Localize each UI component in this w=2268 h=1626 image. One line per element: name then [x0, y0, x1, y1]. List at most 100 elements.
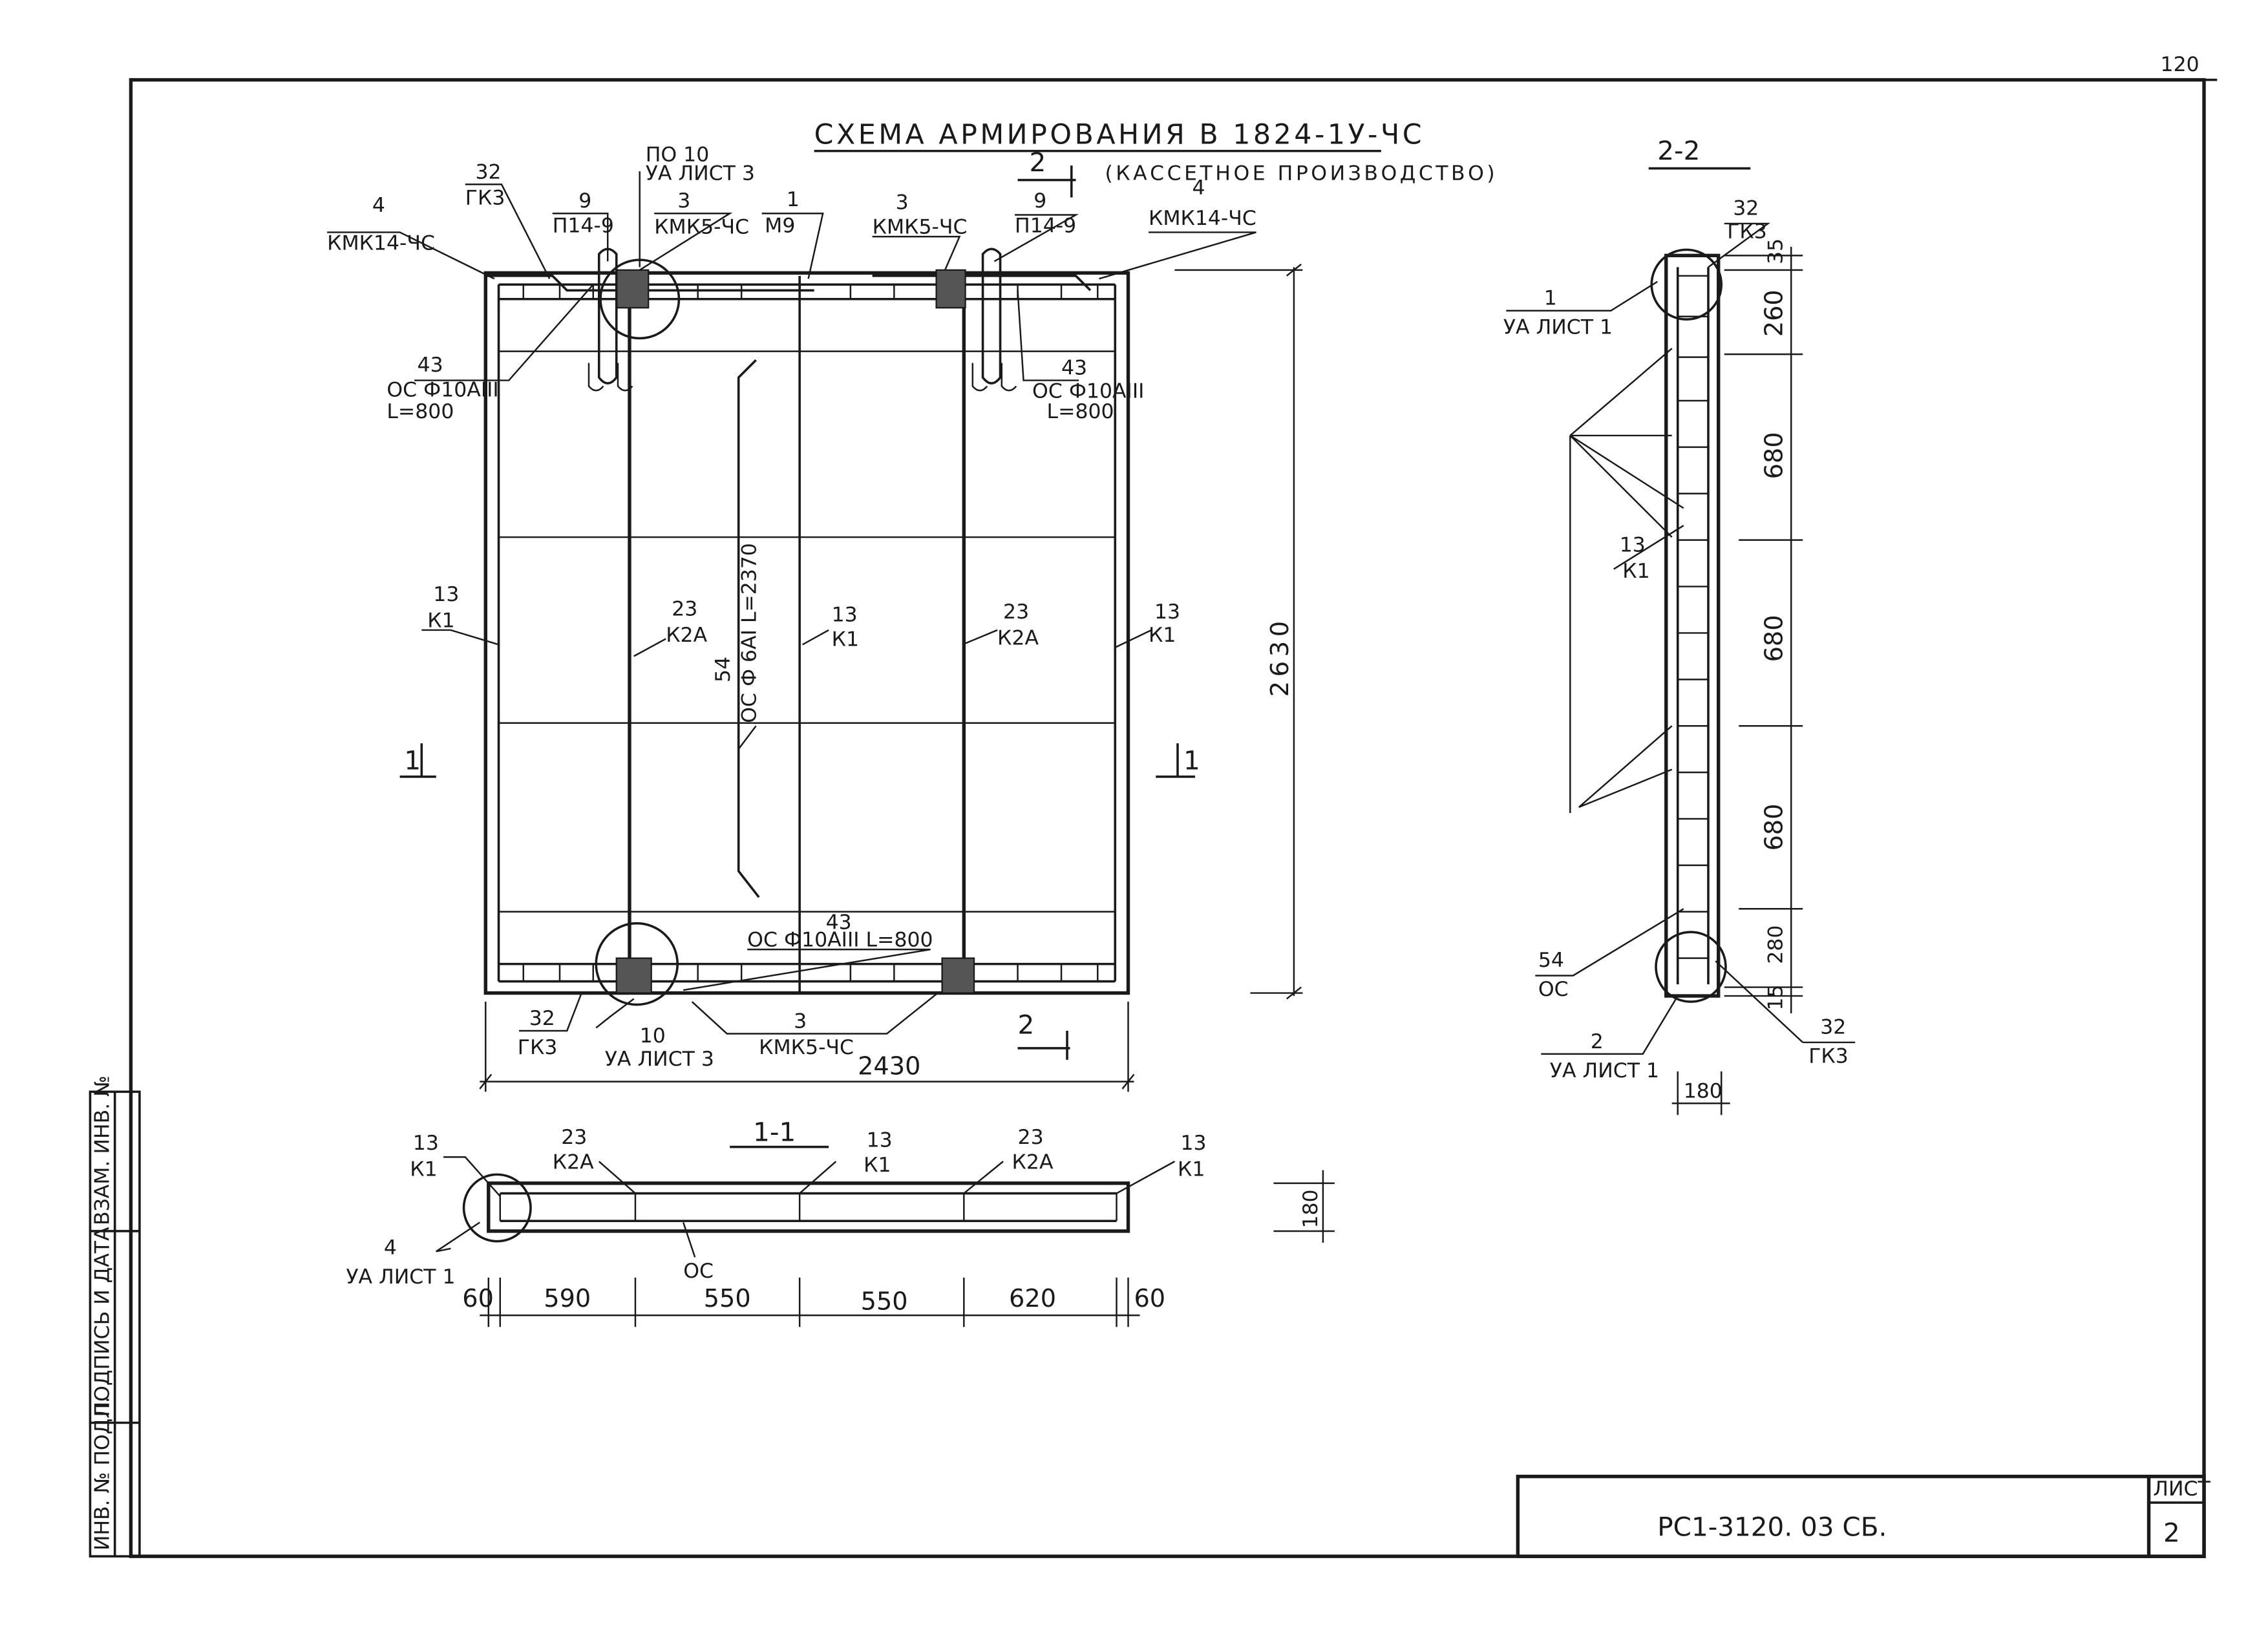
s11-k1-c-pos: 13: [1180, 1132, 1206, 1155]
callout-m9-pos: 1: [787, 188, 800, 211]
width-dimension: 2430: [858, 1052, 920, 1081]
section-marks: 1 1 2 2: [399, 147, 1200, 1060]
section-mark-left: 1: [404, 745, 421, 776]
callout-k1-mid-name: К1: [832, 628, 859, 651]
s11-oc-name: ОС: [683, 1260, 714, 1283]
callout-kmk5-right-name: КМК5-ЧС: [873, 216, 968, 239]
callout-po10-name: УА ЛИСТ 3: [646, 162, 755, 185]
callout-oc-bottom-name: ОС Ф10АIII L=800: [747, 929, 933, 952]
section-1-1: 1-1 13 К1 23 К2А 13 К1 23 К2А 13 К1 4 УА…: [346, 1117, 1335, 1327]
s22-oc-name: ОС: [1538, 978, 1569, 1001]
s22-ua2-pos: 2: [1591, 1030, 1604, 1053]
callout-kmk14-right-name: КМК14-ЧС: [1149, 207, 1256, 230]
callout-p14-left-name: П14-9: [553, 214, 614, 237]
s22-dim-7: 15: [1765, 984, 1788, 1010]
stamp-inv-number: ИНВ. № ПОДЛ.: [91, 1397, 114, 1550]
s11-thickness: 180: [1299, 1189, 1322, 1228]
section-mark-right: 1: [1183, 745, 1200, 776]
callout-k2a-right-name: К2А: [997, 626, 1039, 649]
section-2-2-title: 2-2: [1657, 135, 1700, 166]
s22-k1-name: К1: [1622, 560, 1649, 583]
callout-kmk14-left-pos: 4: [372, 194, 385, 217]
stamp-signature-date: ПОДПИСЬ И ДАТА: [91, 1227, 114, 1417]
s22-gk3-bot-pos: 32: [1820, 1015, 1846, 1039]
s11-k1-c-name: К1: [1178, 1158, 1205, 1181]
callout-k2a-left-name: К2А: [666, 624, 707, 647]
s22-dim-5: 680: [1761, 804, 1789, 851]
callout-p14-right-name: П14-9: [1015, 214, 1076, 237]
section-2-2: 2-2 32 ГК3 1 УА ЛИСТ 1 13 К1 54 ОС 2 УА …: [1503, 135, 1856, 1115]
s11-ua-name: УА ЛИСТ 1: [346, 1265, 455, 1289]
callout-p14-left-pos: 9: [578, 189, 591, 213]
s22-ua2-name: УА ЛИСТ 1: [1550, 1059, 1659, 1082]
side-stamp: ИНВ. № ПОДЛ. ПОДПИСЬ И ДАТА ВЗАМ. ИНВ. №: [89, 1075, 141, 1557]
callout-p14-right-pos: 9: [1033, 189, 1046, 213]
height-dimension: 2630: [1266, 617, 1295, 697]
callout-ref10-pos: 10: [640, 1024, 666, 1048]
s22-dimensions: 35 260 680 680 680 280 15 180: [1671, 238, 1803, 1115]
s11-dim-2: 590: [544, 1285, 591, 1313]
s11-dimensions: 60 590 550 550 620 60 180: [462, 1170, 1335, 1327]
callout-gk3-bottom-pos: 32: [529, 1007, 555, 1030]
s11-k1-a-pos: 13: [413, 1132, 439, 1155]
sheet-number: 2: [2163, 1517, 2180, 1548]
callout-k1-mid-pos: 13: [832, 603, 858, 626]
callout-oc-left-len: L=800: [387, 400, 454, 423]
s22-gk3-top-pos: 32: [1733, 196, 1759, 220]
drawing-title: СХЕМА АРМИРОВАНИЯ В 1824-1У-ЧС (КАССЕТНО…: [814, 118, 1498, 185]
title-block: РС1-3120. 03 СБ. ЛИСТ 2: [1516, 1474, 2211, 1558]
elevation-callouts: 4 КМК14-ЧС 32 ГК3 9 П14-9 ПО 10 УА ЛИСТ …: [327, 143, 1256, 1071]
subtitle-text: (КАССЕТНОЕ ПРОИЗВОДСТВО): [1105, 162, 1498, 185]
elevation-dimensions: 2430 2630: [479, 263, 1303, 1092]
sheet-frame: 120: [129, 53, 2218, 1558]
callout-gk3-name: ГК3: [465, 187, 505, 210]
callout-oc-left-pos: 43: [418, 354, 443, 377]
callout-k1-right-name: К1: [1149, 624, 1176, 647]
callout-gk3-pos: 32: [476, 160, 502, 184]
sheet-label: ЛИСТ: [2153, 1477, 2210, 1501]
callout-kmk5-bottom-pos: 3: [794, 1009, 807, 1033]
s22-dim-6: 280: [1765, 925, 1788, 964]
s11-k1-a-name: К1: [410, 1158, 437, 1181]
s22-dim-1: 35: [1765, 238, 1788, 264]
s11-dim-6: 60: [1134, 1285, 1166, 1313]
callout-k1-left-name: К1: [427, 609, 454, 632]
callout-oc-right-pos: 43: [1061, 357, 1087, 380]
callout-oc-left-name: ОС Ф10АIII: [387, 378, 498, 401]
callout-oc54-pos: 54: [712, 657, 735, 682]
s11-dim-3: 550: [704, 1285, 751, 1313]
s11-k1-b-pos: 13: [867, 1129, 893, 1152]
s22-gk3-bot-name: ГК3: [1808, 1044, 1849, 1068]
section2-mark-bottom: 2: [1018, 1009, 1035, 1040]
panel-elevation: 2430 2630 1 1 2 2 4 КМК14-ЧС 32: [327, 143, 1303, 1092]
callout-kmk5-left-name: КМК5-ЧС: [654, 216, 749, 239]
s11-k1-b-name: К1: [864, 1154, 891, 1177]
callout-m9-name: М9: [765, 214, 795, 237]
callout-kmk5-left-pos: 3: [677, 189, 690, 213]
callout-kmk14-right-pos: 4: [1192, 176, 1205, 200]
s11-ua-pos: 4: [384, 1236, 397, 1260]
callout-oc-right-name: ОС Ф10АIII: [1032, 380, 1144, 403]
corner-sheet-number: 120: [2161, 53, 2199, 76]
callout-k2a-left-pos: 23: [672, 598, 697, 621]
callout-k2a-right-pos: 23: [1003, 600, 1029, 624]
callout-ref10-name: УА ЛИСТ 3: [605, 1048, 714, 1071]
title-text: СХЕМА АРМИРОВАНИЯ В 1824-1У-ЧС: [814, 118, 1425, 151]
s22-gk3-top-name: ГК3: [1727, 220, 1767, 243]
callout-po10-pos: ПО 10: [646, 143, 710, 166]
callout-oc-bottom-pos: 43: [826, 911, 852, 934]
s22-dim-2: 260: [1761, 290, 1789, 337]
s11-k2a-b-name: К2А: [1012, 1150, 1054, 1174]
s22-k1-pos: 13: [1620, 534, 1646, 557]
elevation-leaders: [327, 171, 1256, 1035]
s22-dim-4: 680: [1761, 615, 1789, 662]
callout-gk3-bottom-name: ГК3: [518, 1036, 558, 1059]
s11-k2a-a-pos: 23: [561, 1126, 587, 1149]
drawing-code: РС1-3120. 03 СБ.: [1657, 1512, 1887, 1543]
callout-k1-left-pos: 13: [433, 583, 459, 606]
s22-oc-pos: 54: [1538, 949, 1564, 972]
callout-k1-right-pos: 13: [1154, 600, 1180, 624]
s11-dim-1: 60: [462, 1285, 494, 1313]
section2-mark-top: 2: [1030, 147, 1046, 178]
